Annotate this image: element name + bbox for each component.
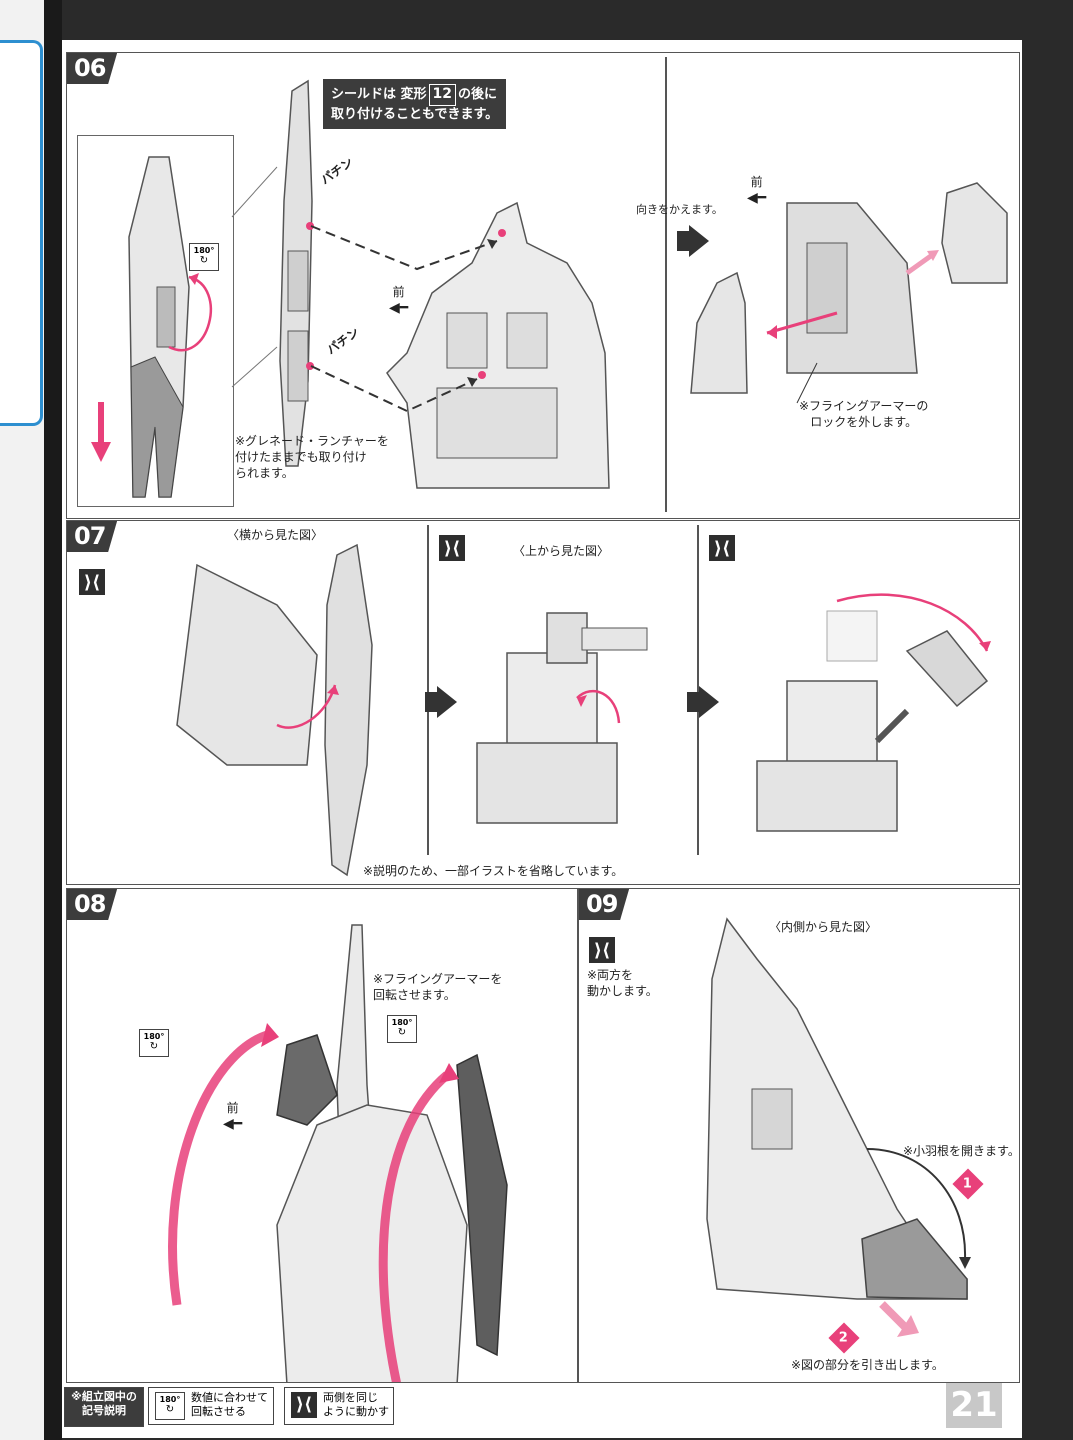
inner-view-label: 〈内側から見た図〉 (769, 920, 878, 934)
sync-move-icon: ⟩⟨ (709, 535, 735, 561)
omit-note: ※説明のため、一部イラストを省略しています。 (363, 864, 624, 878)
rotate-180-icon: 180°↻ (155, 1392, 185, 1420)
rotate-180-icon: 180°↻ (139, 1029, 169, 1057)
step-ref: 12 (428, 84, 457, 106)
binding-strip (44, 0, 62, 1440)
rotate-180-icon: 180°↻ (189, 243, 219, 271)
grenade-note: ※グレネード・ランチャーを 付けたままでも取り付け られます。 (235, 434, 389, 481)
front-direction-arrow-icon: 前◀━ (389, 285, 409, 316)
step-badge-2: 2 (828, 1322, 860, 1354)
shield-illustration (279, 79, 314, 467)
step-07-divider-1 (427, 525, 429, 855)
step-number: 06 (67, 53, 118, 84)
legend-rotate: 180°↻ 数値に合わせて 回転させる (148, 1387, 274, 1425)
shield-detail-illustration (91, 156, 213, 498)
step-09-panel: 09 ⟩⟨ ※両方を 動かします。 〈内側から見た図〉 ※小羽根を開きます。 1… (578, 888, 1020, 1383)
both-sides-note: ※両方を 動かします。 (587, 968, 658, 999)
sync-move-icon: ⟩⟨ (79, 569, 105, 595)
top-view-label: 〈上から見た図〉 (513, 544, 610, 558)
step-07-panel: 07 ⟩⟨ 〈横から見た図〉 ⟩⟨ 〈上から見た図〉 ⟩⟨ (66, 520, 1020, 885)
front-direction-arrow-icon: 前◀━ (747, 175, 767, 206)
zoom-inset (77, 135, 234, 507)
symbol-legend: ※組立図中の 記号説明 180°↻ 数値に合わせて 回転させる ⟩⟨ 両側を同じ… (62, 1383, 1022, 1428)
page-number: 21 (946, 1383, 1002, 1428)
top-view-illustration (476, 612, 648, 824)
sync-move-icon: ⟩⟨ (439, 535, 465, 561)
step-07-divider-2 (697, 525, 699, 855)
inner-view-illustration (706, 917, 971, 1337)
flying-armor-rotation-illustration (168, 924, 508, 1382)
flying-armor-illustration (690, 182, 1008, 404)
rotate-armor-note: ※フライングアーマーを 回転させます。 (373, 972, 503, 1003)
step-number: 09 (579, 889, 630, 920)
binding-edge (0, 0, 62, 1440)
rotate-180-icon: 180°↻ (387, 1015, 417, 1043)
sync-move-icon: ⟩⟨ (291, 1392, 317, 1418)
step-08-panel: 08 ※フライングアーマーを 回転させます。 180°↻ 180°↻ 前◀━ (66, 888, 578, 1383)
step-number: 08 (67, 889, 118, 920)
step-number: 07 (67, 521, 118, 552)
next-step-arrow-icon (425, 686, 457, 718)
previous-page-edge (0, 40, 43, 426)
front-direction-arrow-icon: 前◀━ (223, 1101, 243, 1132)
legend-sync: ⟩⟨ 両側を同じ ように動かす (284, 1387, 394, 1425)
body-illustration (386, 201, 610, 489)
attach-guide-lines (310, 225, 498, 413)
rotated-view-illustration (756, 593, 991, 832)
step-06-divider (665, 57, 667, 512)
zoom-callout-lines (231, 166, 278, 388)
lock-note: ※フライングアーマーの ロックを外します。 (799, 399, 929, 430)
legend-title: ※組立図中の 記号説明 (64, 1387, 144, 1427)
next-step-arrow-icon (677, 225, 709, 257)
turn-note: 向きをかえます。 (636, 203, 723, 216)
side-view-label: 〈横から見た図〉 (227, 528, 324, 542)
next-step-arrow-icon (687, 686, 719, 718)
pull-out-note: ※図の部分を引き出します。 (791, 1358, 944, 1372)
side-view-illustration (176, 543, 373, 877)
open-wing-note: ※小羽根を開きます。 (903, 1144, 1020, 1158)
sync-move-icon: ⟩⟨ (589, 937, 615, 963)
